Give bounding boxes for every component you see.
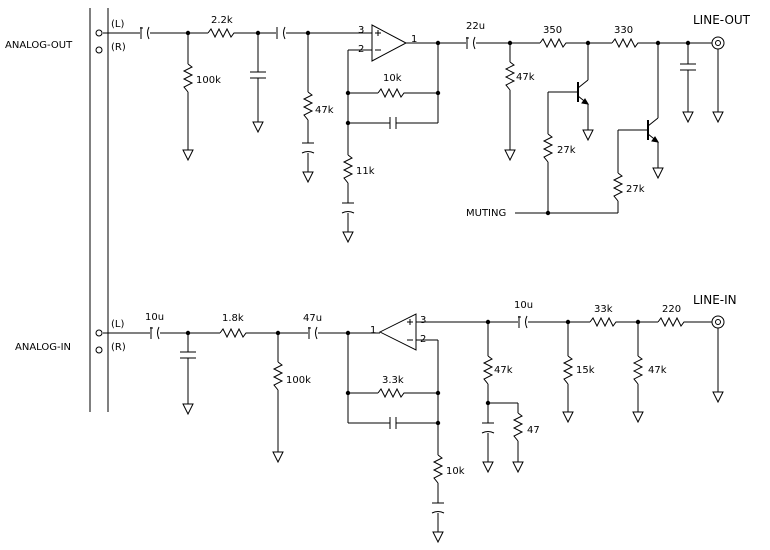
cap-in-47k-gnd bbox=[481, 422, 495, 434]
resistor-47-in bbox=[512, 412, 524, 442]
out-r-bias-in-value: 100k bbox=[196, 75, 221, 86]
in-right-label: (R) bbox=[111, 342, 126, 353]
in-r-bias-out-value: 47k bbox=[494, 365, 513, 376]
resistor-220 bbox=[657, 316, 686, 328]
line-in-label: LINE-IN bbox=[693, 293, 737, 307]
input-grounds bbox=[182, 391, 724, 544]
output-junctions bbox=[185, 30, 691, 216]
input-opamp bbox=[378, 313, 417, 351]
line-in-jack bbox=[711, 315, 725, 329]
line-out-jack bbox=[711, 36, 725, 50]
out-r-gnd-value: 11k bbox=[356, 166, 375, 177]
cap-in-10k-gnd bbox=[431, 502, 445, 514]
resistor-100k-out bbox=[182, 63, 194, 93]
output-stage-resistors bbox=[182, 27, 640, 202]
out-r-base1-value: 27k bbox=[557, 145, 576, 156]
analog-in-label: ANALOG-IN bbox=[15, 342, 71, 353]
cap-47u bbox=[308, 326, 318, 340]
in-r-snub-value: 47 bbox=[527, 425, 540, 436]
in-pin-out: 1 bbox=[370, 325, 376, 336]
in-connector-pins bbox=[95, 329, 103, 354]
in-pin-plus: 3 bbox=[420, 315, 426, 326]
resistor-330 bbox=[611, 37, 640, 49]
resistor-11k bbox=[342, 154, 354, 184]
in-r-div1-value: 15k bbox=[576, 365, 595, 376]
in-left-label: (L) bbox=[111, 319, 124, 330]
cap-in-fb bbox=[389, 417, 397, 429]
connector-bus bbox=[89, 8, 109, 412]
out-r-out-bias-value: 47k bbox=[516, 72, 535, 83]
cap-10u-in bbox=[150, 326, 160, 340]
resistor-47k-outbias bbox=[504, 61, 516, 91]
input-stage-capacitors bbox=[150, 315, 528, 514]
in-r-bias-in-value: 100k bbox=[286, 375, 311, 386]
transistor-2 bbox=[647, 117, 659, 143]
resistor-47k-div bbox=[632, 355, 644, 385]
in-r-fb-value: 3.3k bbox=[382, 375, 404, 386]
muting-label: MUTING bbox=[466, 208, 506, 219]
resistor-27k-1 bbox=[542, 133, 554, 163]
resistor-350 bbox=[539, 37, 568, 49]
analog-out-label: ANALOG-OUT bbox=[5, 40, 73, 51]
cap-out-final bbox=[680, 63, 696, 71]
input-junctions bbox=[185, 319, 641, 426]
output-opamp bbox=[371, 24, 408, 62]
cap-out-fb bbox=[389, 117, 397, 129]
out-r-fb-value: 10k bbox=[383, 73, 402, 84]
line-out-label: LINE-OUT bbox=[693, 13, 751, 27]
output-grounds bbox=[182, 111, 724, 244]
input-stage-wires bbox=[103, 321, 719, 532]
out-c-out-value: 22u bbox=[466, 21, 485, 32]
in-c-in-value: 10u bbox=[145, 312, 164, 323]
in-c-cpl-value: 47u bbox=[303, 313, 322, 324]
resistor-10k-in bbox=[432, 454, 444, 484]
in-r-in-value: 1.8k bbox=[222, 313, 244, 324]
cap-22u bbox=[466, 36, 476, 50]
resistor-2-2k bbox=[207, 27, 236, 39]
resistor-27k-2 bbox=[612, 172, 624, 202]
out-pin-out: 1 bbox=[411, 34, 417, 45]
cap-in-filter bbox=[180, 351, 196, 359]
out-r-base2-value: 27k bbox=[626, 184, 645, 195]
resistor-33k bbox=[589, 316, 618, 328]
resistor-100k-in bbox=[272, 361, 284, 391]
out-left-label: (L) bbox=[111, 19, 124, 30]
cap-out-11k-gnd bbox=[341, 202, 355, 214]
resistor-3-3k bbox=[377, 387, 406, 399]
cap-out-input bbox=[140, 26, 150, 40]
in-r-gnd-value: 10k bbox=[446, 466, 465, 477]
resistor-15k bbox=[562, 355, 574, 385]
in-r-div2-value: 47k bbox=[648, 365, 667, 376]
cap-out-filter bbox=[250, 71, 266, 79]
resistor-47k-in bbox=[482, 355, 494, 385]
input-stage-resistors bbox=[219, 316, 686, 484]
cap-out-coupling bbox=[276, 26, 286, 40]
out-r-bias2-value: 47k bbox=[315, 105, 334, 116]
out-r-out1-value: 350 bbox=[543, 25, 562, 36]
out-r-out2-value: 330 bbox=[614, 25, 633, 36]
resistor-47k-out bbox=[302, 91, 314, 121]
out-pin-plus: 3 bbox=[358, 25, 364, 36]
resistor-1-8k bbox=[219, 327, 248, 339]
in-r-ser1-value: 33k bbox=[594, 304, 613, 315]
resistor-10k-fb bbox=[377, 87, 406, 99]
out-r-in-value: 2.2k bbox=[211, 15, 233, 26]
cap-10u-out bbox=[518, 315, 528, 329]
output-stage-wires bbox=[103, 32, 719, 232]
out-right-label: (R) bbox=[111, 42, 126, 53]
in-r-ser2-value: 220 bbox=[662, 304, 681, 315]
transistor-1 bbox=[577, 79, 589, 105]
output-stage-capacitors bbox=[140, 26, 696, 214]
cap-out-47k-gnd bbox=[301, 142, 315, 154]
out-connector-pins bbox=[95, 29, 103, 54]
in-c-out-value: 10u bbox=[514, 300, 533, 311]
